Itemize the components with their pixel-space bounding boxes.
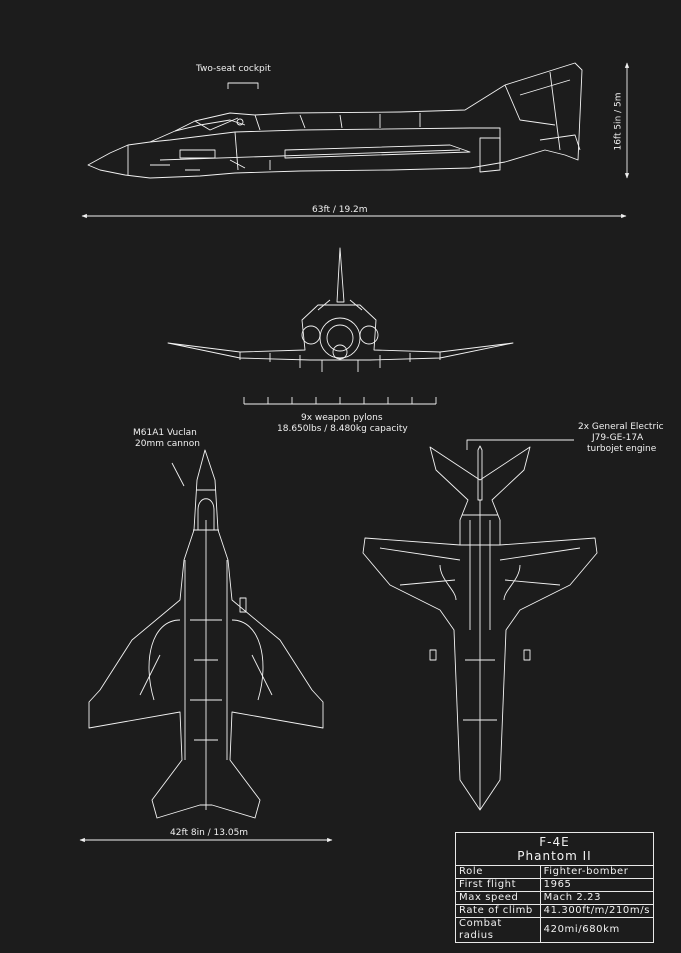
engine-label-3: turbojet engine	[587, 444, 657, 454]
spec-value: 41.300ft/m/210m/s	[540, 904, 653, 918]
spec-key: Rate of climb	[456, 904, 541, 918]
gun-label-2: 20mm cannon	[135, 439, 200, 449]
spec-key: Max speed	[456, 891, 541, 905]
spec-value: 1965	[540, 878, 653, 892]
height-label: 16ft 5in / 5m	[613, 92, 624, 151]
spec-row: First flight 1965	[456, 878, 653, 892]
front-view-aircraft	[167, 247, 514, 372]
spec-value: 420mi/680km	[540, 917, 653, 942]
spec-row: Combat radius 420mi/680km	[456, 917, 653, 942]
spec-row: Role Fighter-bomber	[456, 865, 653, 879]
cockpit-label: Two-seat cockpit	[196, 64, 271, 74]
pylons-label-2: 18.650lbs / 8.480kg capacity	[277, 424, 408, 434]
engine-label-1: 2x General Electric	[578, 422, 664, 432]
engine-label-2: J79-GE-17A	[592, 433, 644, 443]
cockpit-bracket	[227, 82, 259, 89]
spec-table: F-4E Phantom II Role Fighter-bomber Firs…	[455, 832, 654, 943]
spec-key: Role	[456, 865, 541, 879]
side-view-aircraft	[87, 62, 583, 179]
length-label: 63ft / 19.2m	[312, 205, 368, 215]
gun-leader-line	[171, 462, 185, 487]
spec-subtitle: Phantom II	[517, 849, 592, 863]
engine-leader-line	[466, 439, 574, 450]
spec-key: Combat radius	[456, 917, 541, 942]
spec-row: Rate of climb 41.300ft/m/210m/s	[456, 904, 653, 918]
bottom-view-aircraft	[362, 445, 598, 811]
spec-value: Mach 2.23	[540, 891, 653, 905]
spec-value: Fighter-bomber	[540, 865, 653, 879]
gun-label-1: M61A1 Vuclan	[133, 428, 197, 438]
spec-title: F-4E	[539, 835, 570, 849]
spec-key: First flight	[456, 878, 541, 892]
pylons-label-1: 9x weapon pylons	[301, 413, 383, 423]
top-view-aircraft	[88, 449, 324, 819]
spec-row: Max speed Mach 2.23	[456, 891, 653, 905]
spec-rows: Role Fighter-bomber First flight 1965 Ma…	[456, 865, 653, 942]
wingspan-label: 42ft 8in / 13.05m	[170, 828, 249, 838]
pylons-dimension	[243, 397, 437, 405]
